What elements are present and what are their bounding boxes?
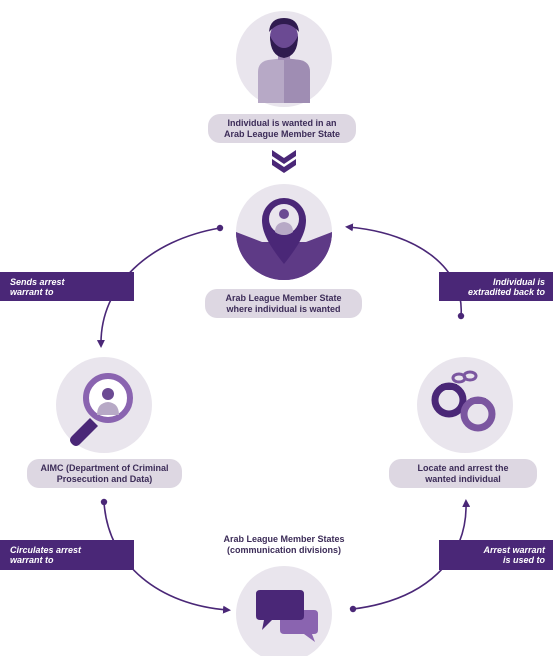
start-node-label: Individual is wanted in an Arab League M… [208, 114, 356, 143]
map-pin-person-icon [236, 184, 332, 280]
aimc-node-label: AIMC (Department of Criminal Prosecution… [27, 459, 182, 488]
arrow-aimc-to-communication [103, 501, 231, 614]
circulates-arrest-warrant-banner: Circulates arrest warrant to [0, 540, 134, 570]
communication-node-label: Arab League Member States (communication… [223, 534, 345, 555]
sends-arrest-warrant-banner: Sends arrest warrant to [0, 272, 134, 301]
arrest-warrant-used-banner: Arrest warrant is used to [439, 540, 553, 570]
chat-bubbles-icon [236, 566, 332, 656]
cycle-arrows [96, 223, 471, 614]
handcuffs-icon [417, 357, 513, 453]
arrow-dot [349, 605, 357, 613]
member-state-node-label: Arab League Member State where individua… [205, 289, 362, 318]
extradited-back-banner: Individual is extradited back to [439, 272, 553, 301]
person-icon [236, 11, 332, 107]
arrow-dot [216, 224, 224, 232]
arrow-member-state-to-aimc [96, 227, 221, 348]
arrest-node-label: Locate and arrest the wanted individual [389, 459, 537, 488]
arrow-dot [457, 312, 465, 320]
magnifying-glass-person-icon [56, 357, 152, 453]
arrow-communication-to-arrest [352, 499, 471, 610]
arrow-dot [100, 498, 108, 506]
double-chevron-down-icon [272, 150, 296, 173]
